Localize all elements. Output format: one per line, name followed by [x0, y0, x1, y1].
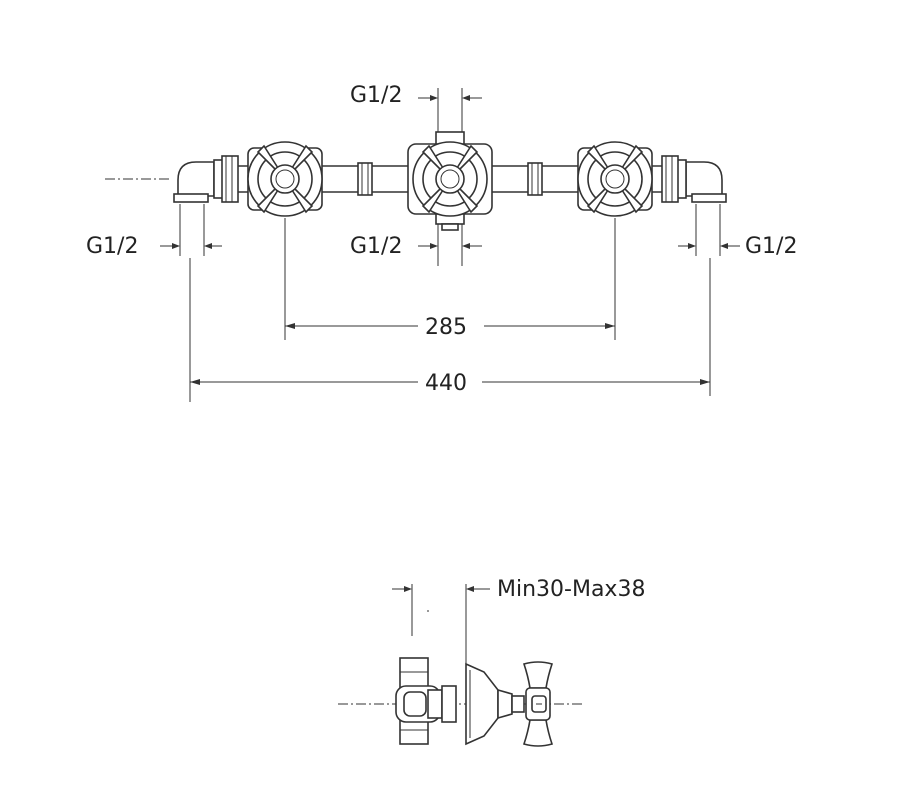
label-g-center-bottom: G1/2 [350, 234, 402, 259]
left-elbow-fitting [173, 155, 239, 203]
side-escutcheon [465, 662, 513, 746]
label-g-right: G1/2 [745, 234, 797, 259]
dim-285 [284, 218, 616, 340]
left-valve [247, 141, 323, 217]
dim-g-left [160, 204, 222, 256]
side-valve-body [395, 657, 457, 745]
right-elbow-fitting [661, 155, 727, 203]
label-dim-440: 440 [425, 371, 467, 396]
dim-g-right [678, 204, 740, 256]
side-handle [511, 661, 554, 747]
front-view: G1/2 G1/2 G1/2 [86, 83, 797, 402]
right-valve [577, 141, 653, 217]
dim-440 [189, 258, 711, 402]
dim-depth-range [392, 584, 490, 664]
side-view: Min30-Max38 [338, 577, 645, 747]
center-valve [407, 131, 493, 231]
label-g-left: G1/2 [86, 234, 138, 259]
label-depth-range: Min30-Max38 [497, 577, 645, 602]
dim-g-top [418, 88, 482, 132]
label-g-top: G1/2 [350, 83, 402, 108]
label-dim-285: 285 [425, 315, 467, 340]
dim-g-center-bottom [418, 224, 482, 266]
